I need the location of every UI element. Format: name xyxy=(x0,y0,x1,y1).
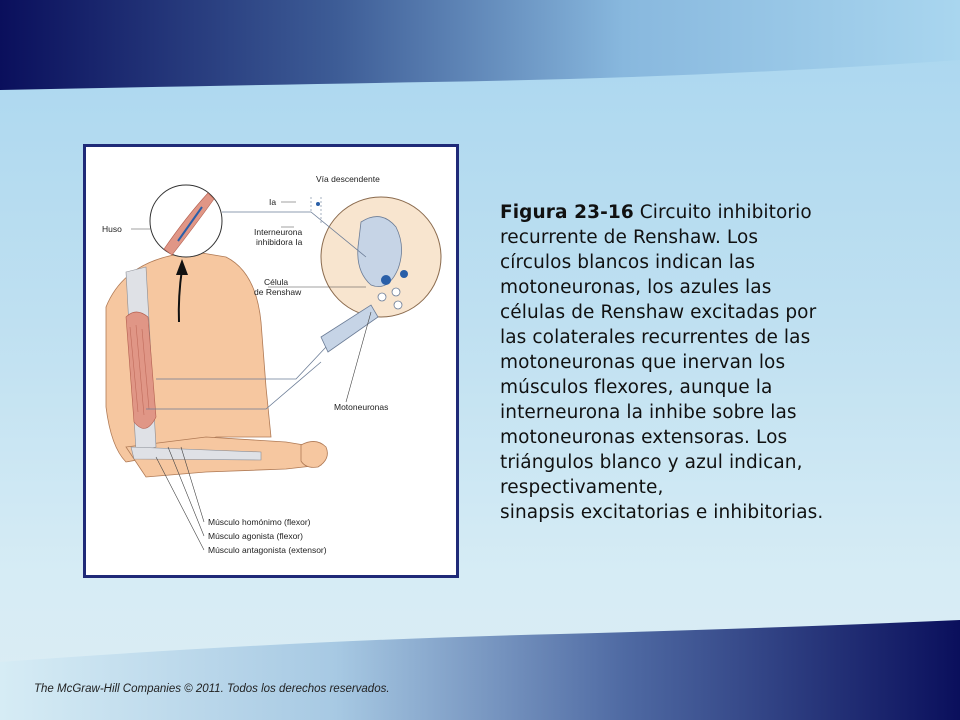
figure-number: Figura 23-16 xyxy=(500,202,634,223)
caption-line: motoneuronas que inervan los xyxy=(500,352,786,373)
label-interneurona-line2: inhibidora Ia xyxy=(256,237,303,247)
caption-line: círculos blancos indican las xyxy=(500,252,756,273)
top-decorative-band xyxy=(0,0,960,90)
caption-text: Circuito inhibitorio xyxy=(633,202,812,223)
label-celula-line2: de Renshaw xyxy=(254,287,302,297)
label-interneurona-line1: Interneurona xyxy=(254,227,302,237)
caption-line: músculos flexores, aunque la xyxy=(500,377,773,398)
caption-line: sinapsis excitatorias e inhibitorias. xyxy=(500,502,824,523)
label-musculo-homonimo: Músculo homónimo (flexor) xyxy=(208,517,311,527)
gray-matter xyxy=(357,216,402,288)
figure-caption: Figura 23-16 Circuito inhibitorio recurr… xyxy=(500,200,860,525)
label-celula-line1: Célula xyxy=(264,277,288,287)
caption-line: interneurona la inhibe sobre las xyxy=(500,402,797,423)
label-musculo-agonista: Músculo agonista (flexor) xyxy=(208,531,303,541)
renshaw-circuit-diagram: Vía descendente Ia Huso Interneurona inh… xyxy=(102,174,442,555)
bottom-decorative-band xyxy=(0,620,960,720)
radius-bone xyxy=(130,446,262,461)
caption-line: recurrente de Renshaw. Los xyxy=(500,227,759,248)
caption-line: motoneuronas extensoras. Los xyxy=(500,427,788,448)
hand-shape xyxy=(300,441,328,468)
caption-line: células de Renshaw excitadas por xyxy=(500,302,817,323)
figure-illustration: Vía descendente Ia Huso Interneurona inh… xyxy=(83,144,459,578)
caption-line: respectivamente, xyxy=(500,477,664,498)
ventral-root xyxy=(320,304,379,353)
label-motoneuronas: Motoneuronas xyxy=(334,402,388,412)
copyright-footer: The McGraw-Hill Companies © 2011. Todos … xyxy=(34,683,390,695)
caption-line: triángulos blanco y azul indican, xyxy=(500,452,803,473)
label-huso: Huso xyxy=(102,224,122,234)
label-musculo-antagonista: Músculo antagonista (extensor) xyxy=(208,545,327,555)
flexor-muscle xyxy=(125,311,157,429)
label-ia: Ia xyxy=(269,197,276,207)
caption-line: las colaterales recurrentes de las xyxy=(500,327,811,348)
caption-line: motoneuronas, los azules las xyxy=(500,277,772,298)
label-via-descendente: Vía descendente xyxy=(316,174,380,184)
caption-line-1: Figura 23-16 Circuito inhibitorio xyxy=(500,200,860,225)
